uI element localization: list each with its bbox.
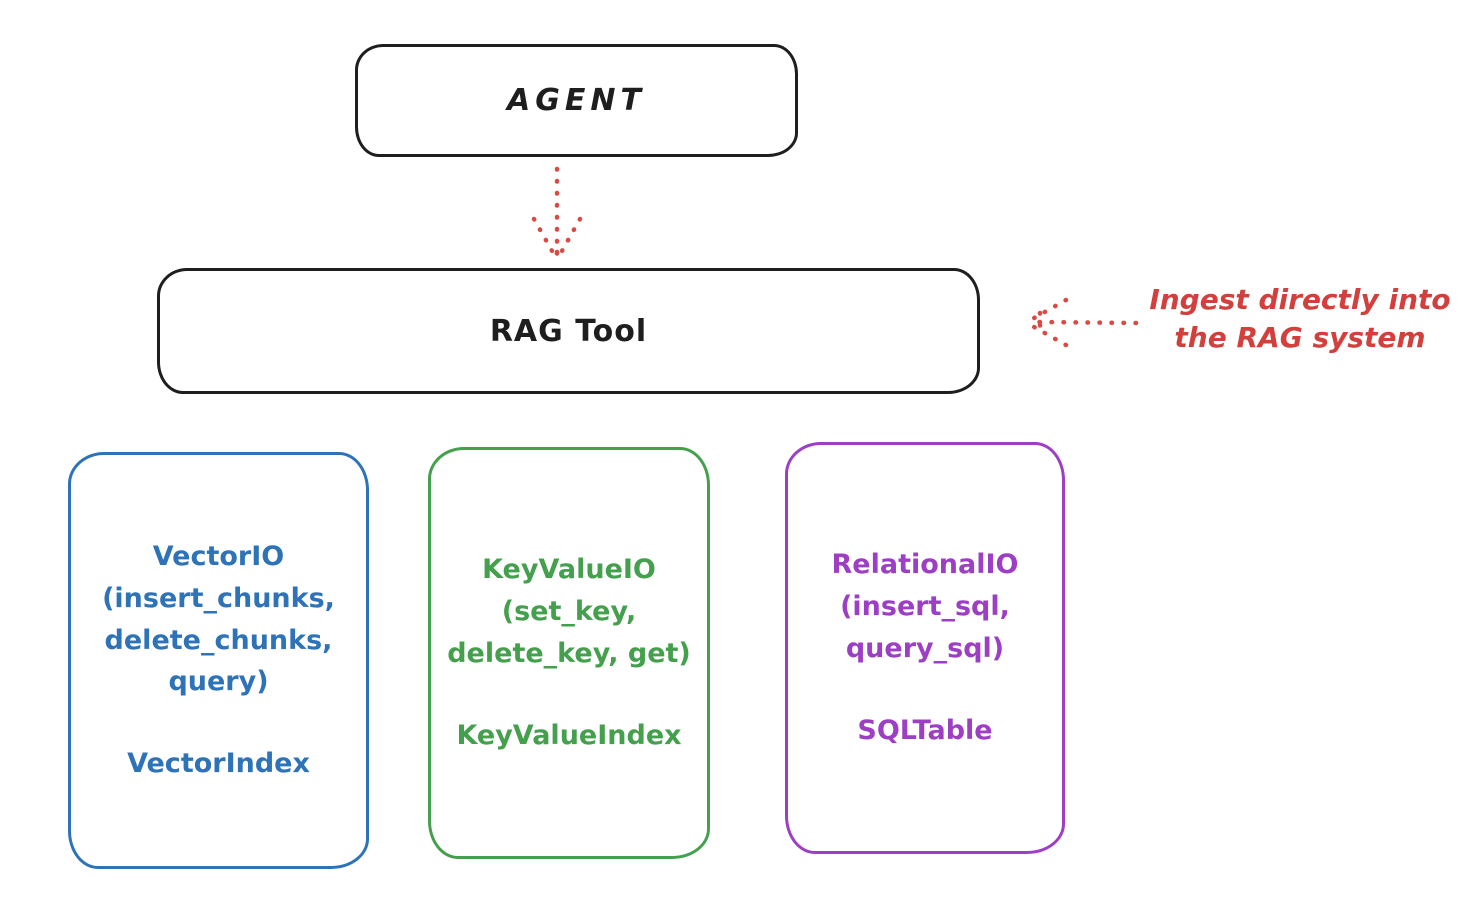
- keyvalue-index-label: KeyValueIndex: [456, 719, 682, 751]
- rag-tool-node-label: RAG Tool: [489, 313, 648, 349]
- relational-io-node: RelationalIO (insert_sql, query_sql) SQL…: [785, 442, 1065, 854]
- keyvalue-io-node: KeyValueIO (set_key, delete_key, get) Ke…: [428, 447, 710, 859]
- sql-table-label: SQLTable: [857, 714, 993, 746]
- relational-io-methods: RelationalIO (insert_sql, query_sql): [831, 549, 1019, 664]
- vector-index-label: VectorIndex: [127, 748, 310, 780]
- vector-io-node: VectorIO (insert_chunks, delete_chunks, …: [68, 452, 369, 869]
- agent-node: AGENT: [355, 44, 798, 157]
- keyvalue-io-methods: KeyValueIO (set_key, delete_key, get): [447, 554, 691, 669]
- dotted-arrow-down-icon: [531, 166, 583, 266]
- ingest-annotation: Ingest directly into the RAG system: [1149, 283, 1451, 354]
- agent-node-label: AGENT: [507, 83, 646, 118]
- rag-tool-node: RAG Tool: [157, 268, 980, 394]
- vector-io-methods: VectorIO (insert_chunks, delete_chunks, …: [102, 540, 335, 698]
